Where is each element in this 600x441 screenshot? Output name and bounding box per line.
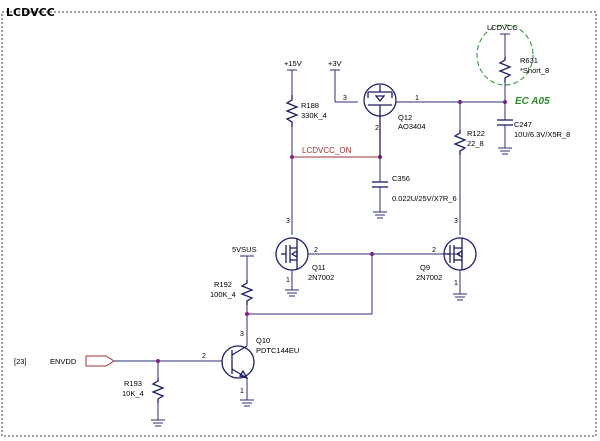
ground-symbol [373,211,387,219]
ec-highlight-ellipse [476,24,534,86]
q12-ref: Q12 [398,113,412,122]
q9-ref: Q9 [420,263,430,272]
svg-text:1: 1 [286,277,290,284]
net-label-15v: +15V [284,59,302,68]
svg-text:3: 3 [240,331,244,338]
svg-text:2: 2 [202,353,206,360]
svg-text:2: 2 [375,125,379,132]
mosfet-q11[interactable] [275,237,309,271]
ground-symbol [498,147,512,155]
r631-ref: R631 [520,56,538,65]
q11-ref: Q11 [312,263,326,272]
q9-value: 2N7002 [416,273,442,282]
mosfet-q9[interactable] [443,237,477,271]
svg-text:3: 3 [286,218,290,225]
offpage-ref: [23] [14,357,27,366]
resistor-r188[interactable] [285,95,299,235]
r193-value: 10K_4 [122,389,144,398]
ec-mark: EC A05 [515,96,550,107]
junction [290,155,294,159]
resistor-r631[interactable] [498,57,512,102]
net-label-envdd: ENVDD [50,357,77,366]
q10-ref: Q10 [256,336,270,345]
svg-text:3: 3 [454,218,458,225]
q12-value: AO3404 [398,122,426,131]
net-label-3v: +3V [328,59,342,68]
schematic-border [1,11,597,437]
resistor-r122[interactable] [453,102,467,235]
c247-value: 10U/6.3V/X5R_8 [514,130,570,139]
r631-value: *Short_8 [520,66,549,75]
svg-text:3: 3 [343,95,347,102]
c247-ref: C247 [514,120,532,129]
resistor-r192[interactable] [240,280,254,340]
c356-ref: C356 [392,174,410,183]
q10-value: PDTC144EU [256,346,299,355]
net-label-lcdvcc-on: LCDVCC_ON [302,146,352,155]
r188-ref: R188 [301,101,319,110]
r193-ref: R193 [124,379,142,388]
transistor-q10[interactable] [221,340,255,380]
svg-text:1: 1 [415,95,419,102]
ground-symbol [453,293,467,301]
r188-value: 330K_4 [301,111,327,120]
sheet-title: LCDVCC [6,6,55,19]
ground-symbol [240,399,254,407]
ground-symbol [285,289,299,297]
c356-value: 0.022U/25V/X7R_6 [392,194,457,203]
r192-value: 100K_4 [210,290,236,299]
r122-ref: R122 [467,129,485,138]
junction [245,312,249,316]
q11-value: 2N7002 [308,273,334,282]
net-label-lcdvcc: LCDVCC [487,23,518,32]
svg-text:2: 2 [432,247,436,254]
net-label-5vsus: 5VSUS [232,245,257,254]
power-15v: +15V [284,59,302,95]
svg-text:1: 1 [454,280,458,287]
offpage-connector-envdd[interactable] [85,355,115,367]
ground-symbol [151,419,165,427]
mosfet-q12[interactable] [363,83,397,157]
svg-text:2: 2 [314,247,318,254]
power-3v: +3V [328,59,358,103]
r192-ref: R192 [214,280,232,289]
svg-text:1: 1 [240,388,244,395]
capacitor-c247[interactable] [497,102,513,148]
r122-value: 22_8 [467,139,484,148]
capacitor-c356[interactable] [372,157,388,212]
resistor-r193[interactable] [151,361,165,420]
